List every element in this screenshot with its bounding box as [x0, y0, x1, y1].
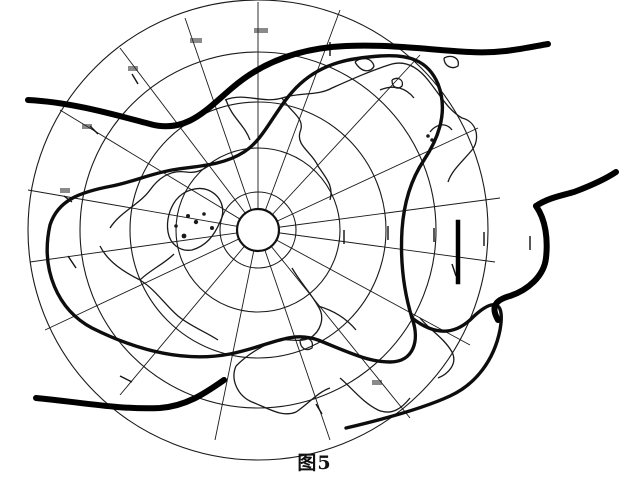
lon-mark: [190, 38, 202, 43]
jet-stream-east-branch: [491, 203, 550, 323]
meridian: [44, 229, 259, 331]
meridian: [119, 229, 259, 396]
meridian: [184, 17, 259, 231]
station-dot: [174, 224, 178, 228]
station-dots: [174, 134, 434, 239]
coastline-north-america: [99, 161, 219, 341]
latitude-circle-40: [27, 0, 489, 461]
station-dot: [426, 134, 430, 138]
wind-arrow: [119, 375, 133, 383]
meridian: [27, 189, 259, 231]
meridians: [27, 2, 501, 441]
lon-mark: [60, 188, 70, 193]
wind-arrow: [451, 263, 457, 277]
meridian: [257, 127, 479, 231]
meridian: [257, 229, 496, 263]
meridian: [257, 229, 471, 346]
meridian: [119, 47, 259, 231]
main-contour: [45, 53, 445, 364]
station-dot: [202, 212, 206, 216]
station-dot: [193, 219, 199, 225]
figure-caption: 图5: [297, 452, 332, 474]
longitude-marks: [60, 28, 382, 385]
east-contour: [344, 303, 503, 430]
coastline-africa: [233, 365, 411, 415]
lon-mark: [254, 28, 268, 33]
north-pole-ring: [235, 207, 281, 253]
lon-mark: [128, 66, 138, 71]
lon-mark: [372, 380, 382, 385]
meridian: [257, 229, 331, 441]
jet-stream-east: [533, 169, 619, 209]
meridian: [257, 54, 421, 231]
station-dot: [210, 226, 214, 230]
station-dot: [186, 214, 190, 218]
coastline-greenland: [166, 187, 224, 251]
wind-arrow: [67, 255, 77, 269]
meridian: [59, 109, 259, 231]
wind-arrow: [131, 73, 139, 85]
station-dot: [181, 233, 187, 239]
jet-stream-north: [25, 41, 551, 130]
coastline-europe: [235, 267, 357, 367]
pole: [235, 207, 281, 253]
jet-stream-south: [33, 377, 227, 412]
meridian: [257, 229, 411, 419]
meridian: [257, 197, 501, 231]
lon-mark: [82, 124, 92, 129]
coastlines: [99, 55, 478, 415]
wind-arrow: [315, 403, 323, 415]
meridian: [214, 229, 259, 441]
coastline-islands: [299, 55, 459, 351]
